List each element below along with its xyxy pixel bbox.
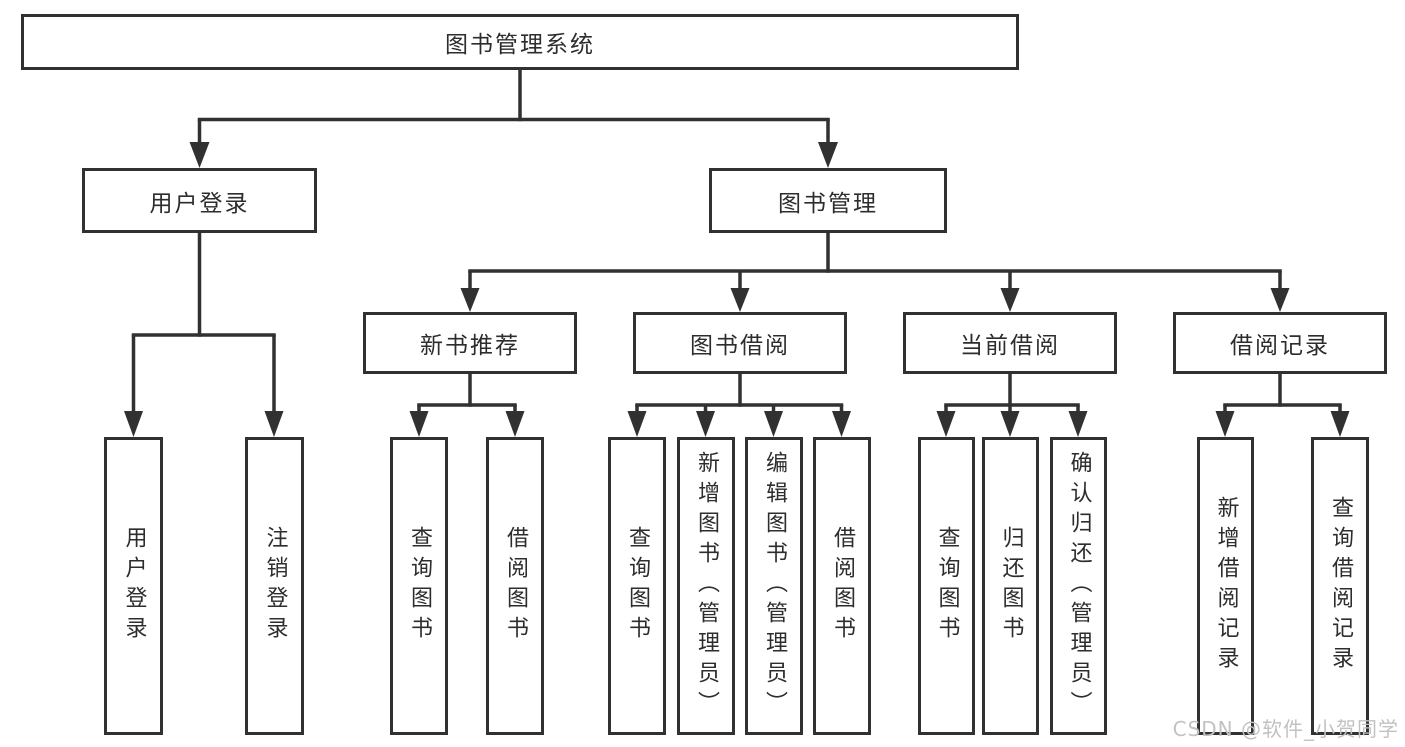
csdn-watermark: CSDN @软件_小贺同学 xyxy=(1172,717,1399,741)
node-bb-add-books-label: 新增图书（管理员） xyxy=(694,451,719,721)
node-cb-query-books-label: 查询图书 xyxy=(934,526,960,646)
node-book-management: 图书管理 xyxy=(709,168,947,233)
node-br-query-record-label: 查询借阅记录 xyxy=(1328,496,1353,676)
node-bb-edit-books: 编辑图书（管理员） xyxy=(745,437,803,735)
node-nb-query-books-label: 查询图书 xyxy=(407,526,432,646)
node-br-add-record: 新增借阅记录 xyxy=(1197,437,1254,735)
node-bb-edit-books-label: 编辑图书（管理员） xyxy=(762,451,787,721)
node-br-query-record: 查询借阅记录 xyxy=(1311,437,1369,735)
node-nb-query-books: 查询图书 xyxy=(390,437,448,735)
node-nb-borrow-books-label: 借阅图书 xyxy=(503,526,528,646)
arrowheads xyxy=(124,142,1350,437)
node-bb-add-books: 新增图书（管理员） xyxy=(677,437,735,735)
node-leaf-user-login: 用户登录 xyxy=(104,437,163,735)
node-bb-query-books-label: 查询图书 xyxy=(625,526,650,646)
node-borrow-records: 借阅记录 xyxy=(1173,312,1387,374)
node-cb-return-books-label: 归还图书 xyxy=(998,526,1024,646)
node-leaf-logout-login: 注销登录 xyxy=(245,437,304,735)
node-cb-confirm-return: 确认归还（管理员） xyxy=(1050,437,1107,735)
node-new-book-recommend: 新书推荐 xyxy=(363,312,577,374)
node-cb-confirm-return-label: 确认归还（管理员） xyxy=(1066,451,1092,721)
node-bb-borrow-books: 借阅图书 xyxy=(813,437,871,735)
node-nb-borrow-books: 借阅图书 xyxy=(486,437,544,735)
node-bb-borrow-books-label: 借阅图书 xyxy=(830,526,855,646)
node-bb-query-books: 查询图书 xyxy=(608,437,666,735)
node-user-login: 用户登录 xyxy=(82,168,317,233)
node-cb-query-books: 查询图书 xyxy=(918,437,975,735)
node-root: 图书管理系统 xyxy=(21,14,1019,70)
node-leaf-logout-login-label: 注销登录 xyxy=(262,526,288,646)
node-leaf-user-login-label: 用户登录 xyxy=(121,526,147,646)
node-cb-return-books: 归还图书 xyxy=(982,437,1039,735)
node-br-add-record-label: 新增借阅记录 xyxy=(1213,496,1239,676)
node-current-borrow: 当前借阅 xyxy=(903,312,1117,374)
node-book-borrow: 图书借阅 xyxy=(633,312,847,374)
